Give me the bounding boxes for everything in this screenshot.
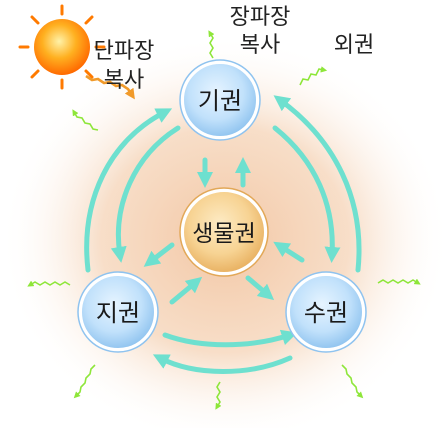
shortwave-label-line2: 복사 — [104, 68, 144, 93]
arrow-hydro-to-geo — [152, 354, 293, 374]
geosphere-label: 지권 — [96, 299, 140, 327]
hydrosphere-node: 수권 — [285, 271, 367, 353]
wavy-arrow-icon — [208, 30, 215, 59]
wavy-arrow-icon — [27, 280, 71, 287]
arrow-atmo-to-hydro-inner — [272, 125, 341, 263]
arrow-geo-to-hydro — [162, 329, 298, 348]
arrow-hydro-to-atmo-outer — [273, 95, 362, 273]
wavy-arrow-icon — [215, 381, 222, 410]
arrow-geo-to-bio — [169, 276, 203, 305]
cycle-arrows — [84, 95, 362, 374]
arrow-bio-to-geo — [143, 242, 175, 267]
longwave-arrows — [27, 30, 421, 410]
geosphere-node: 지권 — [77, 271, 159, 353]
wavy-arrow-icon — [377, 278, 421, 285]
sun-icon — [18, 4, 106, 90]
arrow-geo-to-atmo-outer — [84, 108, 173, 273]
arrow-hydro-to-bio — [273, 241, 305, 263]
wavy-arrow-icon — [73, 364, 96, 399]
atmosphere-label: 기권 — [198, 87, 242, 115]
biosphere-label: 생물권 — [192, 221, 255, 247]
atmosphere-node: 기권 — [179, 59, 261, 141]
hydrosphere-label: 수권 — [304, 299, 348, 327]
arrow-bio-to-hydro — [245, 275, 275, 301]
wavy-arrow-icon — [299, 66, 328, 86]
shortwave-arrow-icon — [85, 74, 135, 100]
arrow-atmo-to-geo-inner — [110, 125, 181, 263]
shortwave-label-line1: 단파장 — [94, 39, 155, 64]
bio-arrows — [143, 156, 305, 305]
wavy-arrow-icon — [341, 364, 364, 399]
longwave-label-line2: 복사 — [240, 33, 280, 58]
biosphere-node: 생물권 — [179, 187, 269, 277]
outer-sphere-label: 외권 — [334, 33, 374, 58]
longwave-label-line1: 장파장 — [230, 5, 291, 30]
wavy-arrow-icon — [72, 109, 99, 131]
